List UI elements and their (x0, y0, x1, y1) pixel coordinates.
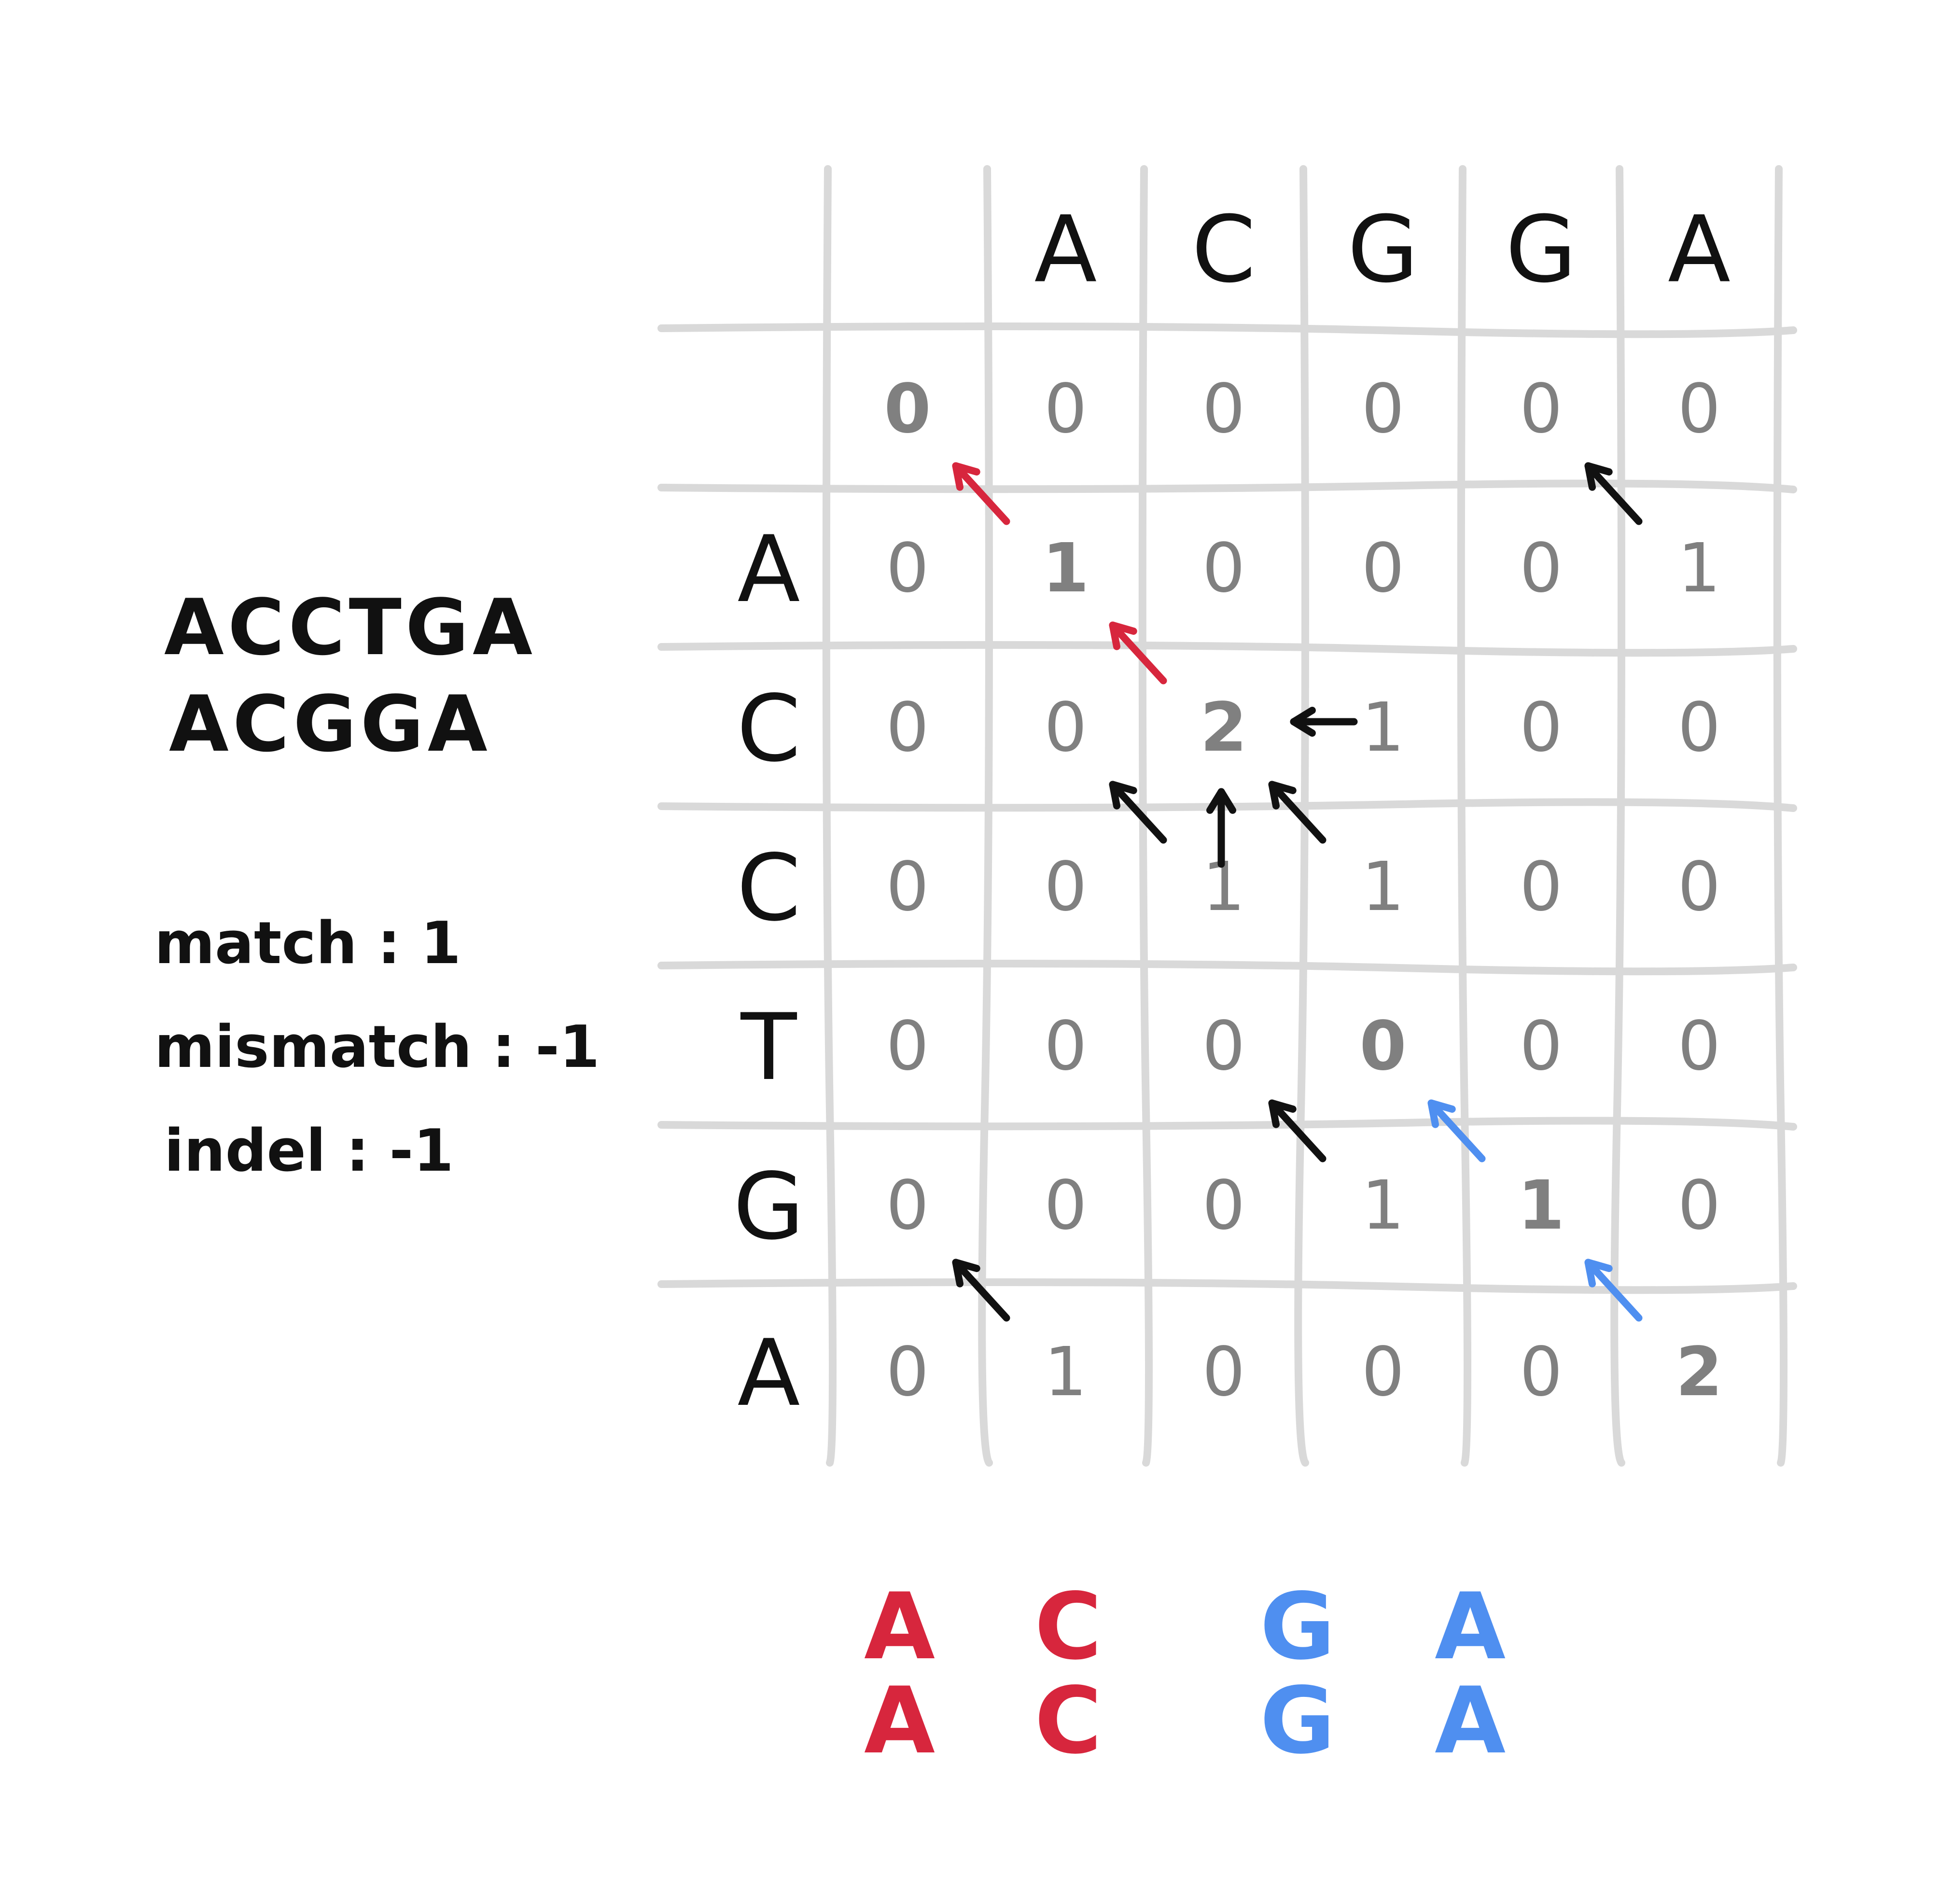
matrix-cell: 0 (886, 848, 929, 926)
column-header: G (1506, 196, 1577, 303)
matrix-cell: 0 (1520, 529, 1563, 608)
traceback-arrow (1290, 706, 1358, 737)
matrix-cell: 0 (1044, 688, 1087, 767)
traceback-arrow (1584, 1259, 1643, 1322)
matrix-cell: 0 (1520, 1333, 1563, 1412)
matrix-cell: 0 (1677, 688, 1720, 767)
traceback-arrow (1206, 788, 1237, 868)
matrix-cell: 0 (1202, 1166, 1245, 1245)
mismatch-score: mismatch : -1 (154, 1014, 600, 1081)
matrix-grid (657, 165, 1797, 1467)
matrix-cell: 0 (1202, 1007, 1245, 1086)
row-header: A (738, 1320, 800, 1427)
grid-vertical-line (1457, 165, 1471, 1467)
traceback-arrow (1584, 462, 1643, 525)
column-header: A (1668, 196, 1731, 303)
row-header: C (737, 675, 801, 782)
grid-horizontal-line (657, 1117, 1797, 1131)
matrix-cell: 2 (1200, 688, 1247, 767)
matrix-cell: 0 (1044, 1007, 1087, 1086)
alignment-red-top: A C (864, 1573, 1136, 1680)
traceback-arrow (1109, 781, 1167, 844)
traceback-arrow (952, 462, 1010, 525)
matrix-cell: 0 (1520, 1007, 1563, 1086)
grid-vertical-line (1294, 165, 1309, 1467)
alignment-blue-bottom: G A (1260, 1667, 1539, 1774)
matrix-cell: 0 (1044, 848, 1087, 926)
matrix-cell: 0 (1677, 370, 1720, 448)
matrix-cell: 0 (886, 688, 929, 767)
grid-horizontal-line (657, 641, 1797, 657)
matrix-cell: 0 (1520, 688, 1563, 767)
sequence-1: ACCTGA (164, 582, 536, 672)
sequence-2: ACGGA (169, 679, 491, 769)
alignment-red-bottom: A C (864, 1667, 1136, 1774)
row-headers: ACCTGA (733, 516, 804, 1427)
matrix-cell: 2 (1676, 1333, 1722, 1412)
row-header: C (737, 835, 801, 941)
column-header: A (1034, 196, 1097, 303)
grid-horizontal-line (657, 322, 1797, 338)
matrix-cell: 1 (1677, 529, 1720, 608)
matrix-cell: 1 (1361, 1166, 1404, 1245)
traceback-arrow (1268, 781, 1327, 844)
matrix-cell: 0 (1202, 1333, 1245, 1412)
traceback-arrows (952, 462, 1643, 1322)
matrix-cell: 0 (886, 1166, 929, 1245)
grid-horizontal-line (657, 1278, 1797, 1294)
alignment-blue: G A G A (1260, 1573, 1539, 1774)
matrix-cell: 0 (1361, 1333, 1404, 1412)
matrix-cell: 0 (886, 529, 929, 608)
matrix-cell: 0 (1359, 1007, 1406, 1086)
grid-horizontal-line (657, 479, 1797, 493)
matrix-cell: 0 (1202, 370, 1245, 448)
traceback-arrow (952, 1259, 1010, 1322)
matrix-cell: 0 (886, 1333, 929, 1412)
sequence-panel: ACCTGA ACGGA (164, 582, 536, 769)
matrix-cell: 0 (1361, 370, 1404, 448)
grid-vertical-line (822, 165, 837, 1467)
row-header: T (740, 994, 797, 1101)
alignment-blue-top: G A (1260, 1573, 1539, 1680)
row-header: G (733, 1153, 804, 1260)
matrix-cell: 0 (1677, 848, 1720, 926)
row-header: A (738, 516, 800, 623)
scoring-panel: match : 1 mismatch : -1 indel : -1 (154, 910, 600, 1185)
grid-vertical-line (1138, 165, 1153, 1467)
matrix-cell: 1 (1361, 848, 1404, 926)
grid-horizontal-line (657, 798, 1797, 812)
grid-vertical-line (1773, 165, 1787, 1467)
grid-vertical-line (1610, 165, 1625, 1467)
column-header: G (1347, 196, 1418, 303)
matrix-cell: 0 (1361, 529, 1404, 608)
column-header: C (1192, 196, 1256, 303)
matrix-cell: 0 (1677, 1166, 1720, 1245)
matrix-cell: 0 (1202, 529, 1245, 608)
grid-horizontal-line (657, 960, 1797, 976)
matrix-cell: 0 (1520, 370, 1563, 448)
matrix-cell: 1 (1518, 1166, 1564, 1245)
matrix-cell: 1 (1044, 1333, 1087, 1412)
traceback-arrow (1427, 1099, 1486, 1162)
grid-vertical-line (978, 165, 993, 1467)
matrix-cell: 0 (1677, 1007, 1720, 1086)
matrix-cell: 0 (886, 1007, 929, 1086)
alignment-red: A C A C (864, 1573, 1136, 1774)
matrix-cell: 0 (1044, 1166, 1087, 1245)
matrix-cell: 0 (1520, 848, 1563, 926)
traceback-arrow (1268, 1099, 1327, 1162)
matrix-cell: 0 (1044, 370, 1087, 448)
match-score: match : 1 (154, 910, 461, 977)
matrix-cell: 1 (1361, 688, 1404, 767)
traceback-arrow (1109, 621, 1167, 685)
indel-score: indel : -1 (164, 1118, 454, 1185)
matrix-cell: 1 (1042, 529, 1089, 608)
matrix-cell: 0 (884, 370, 931, 448)
